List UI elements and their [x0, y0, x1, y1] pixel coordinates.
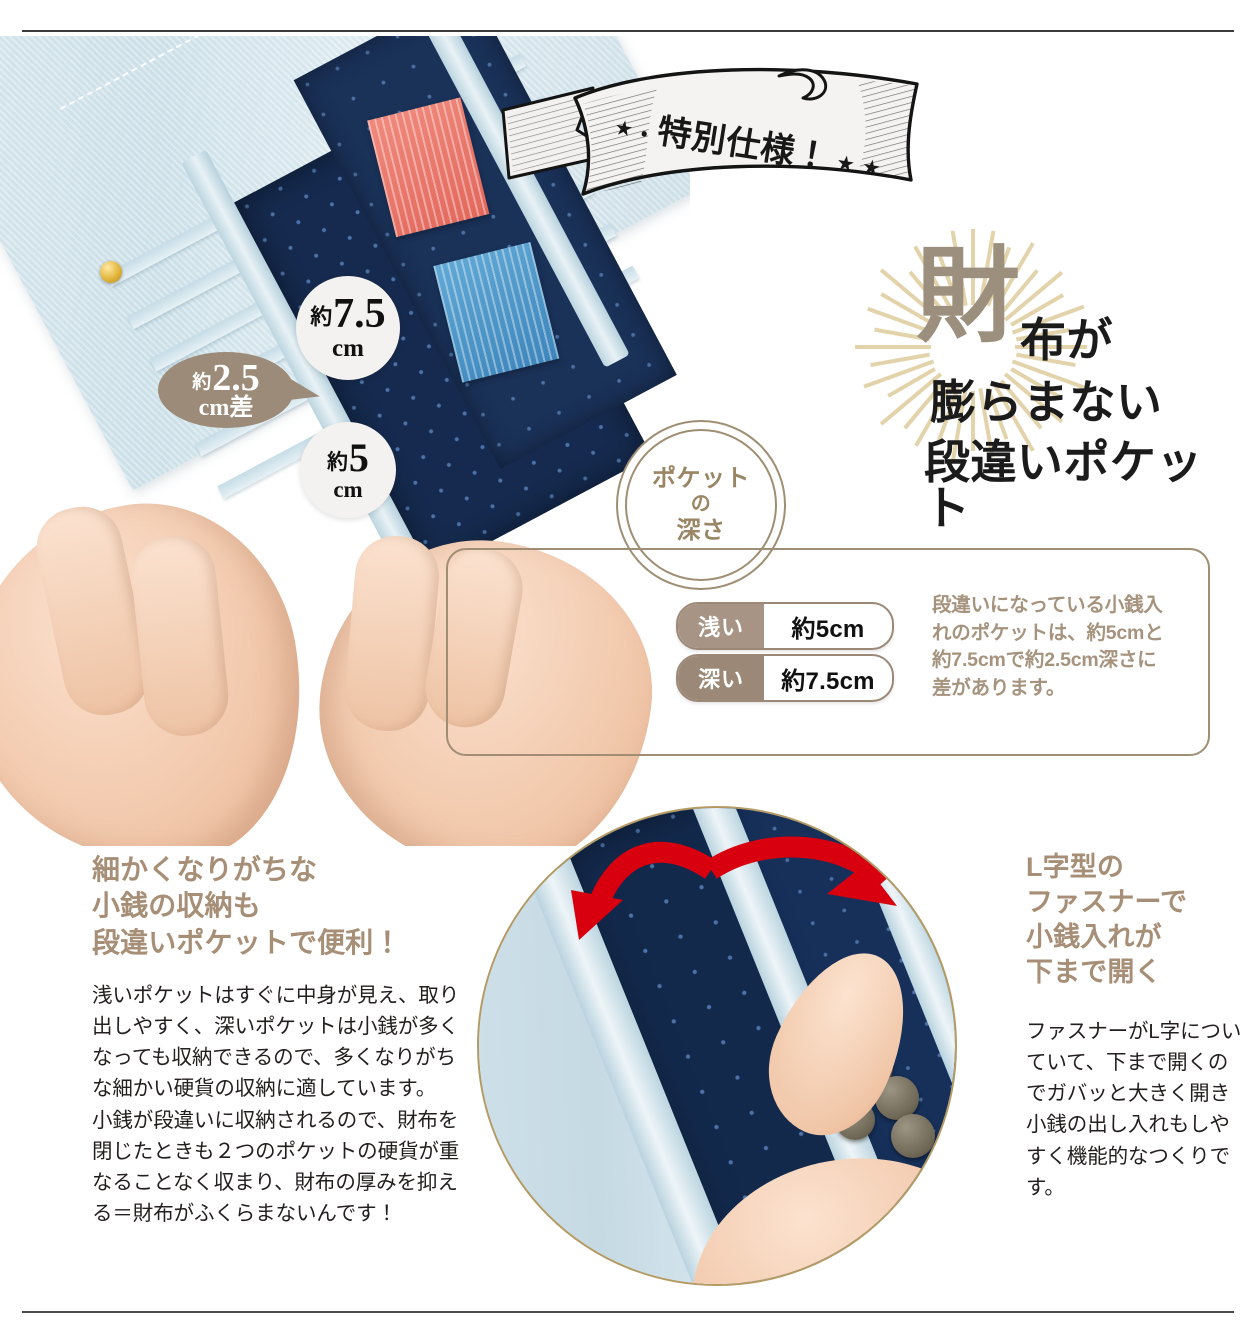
- right-heading-line-4: 下まで開く: [1026, 957, 1162, 988]
- left-paragraph-1: 浅いポケットはすぐに中身が見え、取り出しやすく、深いポケットは小銭が多くなっても…: [92, 984, 460, 1101]
- dot-icon: ・: [639, 122, 650, 144]
- headline-line-1: 布が: [1020, 315, 1113, 366]
- gold-stud-icon: [100, 261, 122, 283]
- left-heading-line-3: 段違いポケットで便利！: [92, 926, 402, 958]
- special-spec-ribbon: ★ ・ 特別仕様！ ★ ★: [497, 58, 927, 218]
- pocket-depth-seal: ポケット の 深さ: [616, 420, 786, 590]
- badge-shallow-prefix: 約: [327, 450, 348, 474]
- star-icon-3: ★: [861, 156, 882, 179]
- badge-difference-prefix: 約: [192, 371, 212, 393]
- right-heading-line-2: ファスナーで: [1026, 887, 1188, 918]
- depth-row-deep-value: 約7.5cm: [781, 667, 875, 695]
- right-paragraph-1: ファスナーがL字についていて、下まで開くのでガバッと大きく開き小銭の出し入れもし…: [1026, 1020, 1242, 1199]
- coin-4: [891, 1114, 935, 1158]
- bottom-divider: [22, 1311, 1234, 1313]
- badge-difference-unit: cm差: [198, 395, 254, 422]
- badge-deep-number: 7.5: [333, 291, 386, 338]
- seal-text: ポケット の 深さ: [652, 465, 750, 545]
- badge-deep-value: 約7.5: [310, 293, 385, 335]
- badge-difference-value: 約2.5: [192, 356, 260, 399]
- depth-row-shallow: 浅い 約5cm: [676, 602, 894, 650]
- left-column-body: 浅いポケットはすぐに中身が見え、取り出しやすく、深いポケットは小銭が多くなっても…: [92, 980, 464, 1229]
- badge-shallow-number: 5: [348, 435, 369, 480]
- right-column-body: ファスナーがL字についていて、下まで開くのでガバッと大きく開き小銭の出し入れもし…: [1026, 1016, 1242, 1203]
- seal-line-3: 深さ: [676, 516, 726, 544]
- top-divider: [22, 30, 1234, 32]
- seal-line-2: の: [690, 493, 712, 516]
- depth-row-deep-label: 深い: [678, 656, 764, 700]
- badge-shallow-unit: cm: [333, 477, 363, 502]
- right-column-heading: L字型の ファスナーで 小銭入れが 下まで開く: [1026, 850, 1241, 990]
- badge-deep-pocket: 約7.5 cm: [296, 276, 400, 380]
- right-heading-line-3: 小銭入れが: [1026, 922, 1162, 953]
- badge-shallow-value: 約5: [327, 438, 369, 478]
- headline-line-2: 膨らまない: [930, 377, 1163, 428]
- badge-deep-prefix: 約: [310, 305, 333, 330]
- star-icon-2: ★: [836, 152, 856, 175]
- depth-row-deep: 深い 約7.5cm: [676, 654, 894, 702]
- left-column-heading: 細かくなりがちな 小銭の収納も 段違いポケットで便利！: [92, 852, 482, 961]
- depth-row-shallow-label: 浅い: [678, 604, 764, 648]
- badge-difference-number: 2.5: [212, 356, 260, 399]
- zipper-detail-photo: [477, 806, 957, 1286]
- headline-line-3: 段違いポケット: [924, 437, 1203, 534]
- open-direction-arrow-icon: [571, 836, 897, 940]
- left-paragraph-2: 小銭が段違いに収納されるので、財布を閉じたときも２つのポケットの硬貨が重なること…: [92, 1108, 460, 1226]
- left-heading-line-1: 細かくなりがちな: [92, 854, 318, 885]
- badge-deep-unit: cm: [332, 334, 364, 362]
- depth-row-shallow-value: 約5cm: [791, 615, 865, 643]
- sunburst-icon: [855, 229, 1087, 464]
- left-heading-line-2: 小銭の収納も: [92, 890, 261, 922]
- depth-description: 段違いになっている小銭入れのポケットは、約5cmと約7.5cmで約2.5cm深さ…: [932, 594, 1164, 700]
- seal-line-1: ポケット: [652, 464, 750, 492]
- headline-block: 財 布が 膨らまない 段違いポケット: [838, 222, 1248, 532]
- hero-product-photo: [0, 36, 690, 846]
- badge-difference: 約2.5 cm差: [158, 352, 322, 428]
- depth-info-frame: [446, 548, 1210, 756]
- headline-big-character: 財: [916, 240, 1021, 355]
- badge-shallow-pocket: 約5 cm: [300, 422, 396, 518]
- right-heading-line-1: L字型の: [1026, 852, 1125, 882]
- star-icon: ★: [614, 117, 635, 140]
